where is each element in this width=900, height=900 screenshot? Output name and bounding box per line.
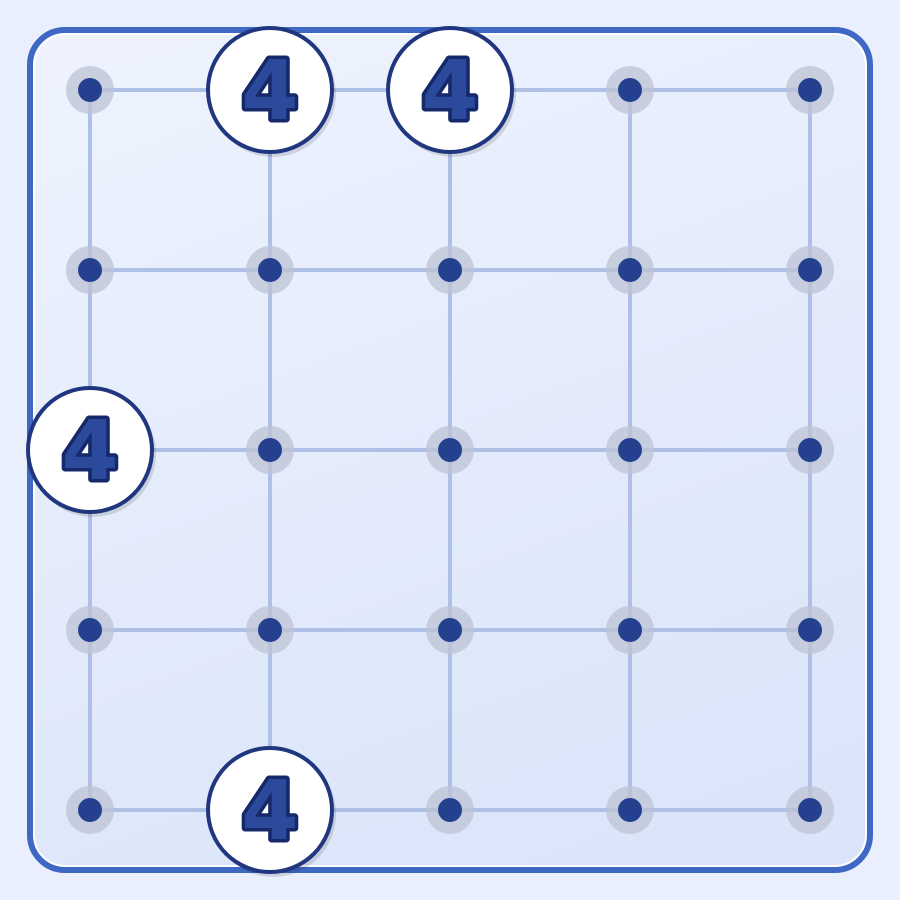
grid-dot-0-0[interactable] [66,66,114,114]
dot-core [438,258,462,282]
grid-dot-0-4[interactable] [786,66,834,114]
dot-core [798,798,822,822]
grid-dot-3-0[interactable] [66,606,114,654]
dot-core [618,78,642,102]
clue-number: 4 [61,404,118,499]
grid-dot-1-3[interactable] [606,246,654,294]
grid-dot-4-2[interactable] [426,786,474,834]
dot-core [438,798,462,822]
grid-dot-4-4[interactable] [786,786,834,834]
clue-disc [206,746,334,874]
dot-core [78,78,102,102]
dot-core [798,258,822,282]
grid-dot-1-0[interactable] [66,246,114,294]
dot-core [798,78,822,102]
clue-disc [206,26,334,154]
clue-marker-2: 4 [26,386,156,517]
dot-core [78,618,102,642]
dot-core [258,618,282,642]
grid-dot-2-3[interactable] [606,426,654,474]
grid-dot-3-4[interactable] [786,606,834,654]
dot-core [78,258,102,282]
grid-dot-2-4[interactable] [786,426,834,474]
clue-disc [26,386,154,514]
clue-markers: 4 4 4 4 [26,26,516,877]
clue-number: 4 [241,764,298,859]
dot-core [618,258,642,282]
dot-core [438,438,462,462]
grid-dot-3-2[interactable] [426,606,474,654]
dot-core [258,258,282,282]
dot-core [618,798,642,822]
clue-marker-1: 4 [386,26,516,157]
clue-number: 4 [421,44,478,139]
grid-dot-4-3[interactable] [606,786,654,834]
clue-number: 4 [241,44,298,139]
dot-core [798,438,822,462]
dot-core [258,438,282,462]
grid-dot-1-4[interactable] [786,246,834,294]
grid-dot-4-0[interactable] [66,786,114,834]
dot-core [618,618,642,642]
grid-dot-3-1[interactable] [246,606,294,654]
clue-disc [386,26,514,154]
clue-marker-0: 4 [206,26,336,157]
grid-dot-1-2[interactable] [426,246,474,294]
grid-dot-2-1[interactable] [246,426,294,474]
clue-marker-3: 4 [206,746,336,877]
dot-core [438,618,462,642]
dot-core [618,438,642,462]
dot-core [798,618,822,642]
grid-dot-2-2[interactable] [426,426,474,474]
grid-dot-3-3[interactable] [606,606,654,654]
grid-dot-0-3[interactable] [606,66,654,114]
dot-core [78,798,102,822]
grid-dot-1-1[interactable] [246,246,294,294]
